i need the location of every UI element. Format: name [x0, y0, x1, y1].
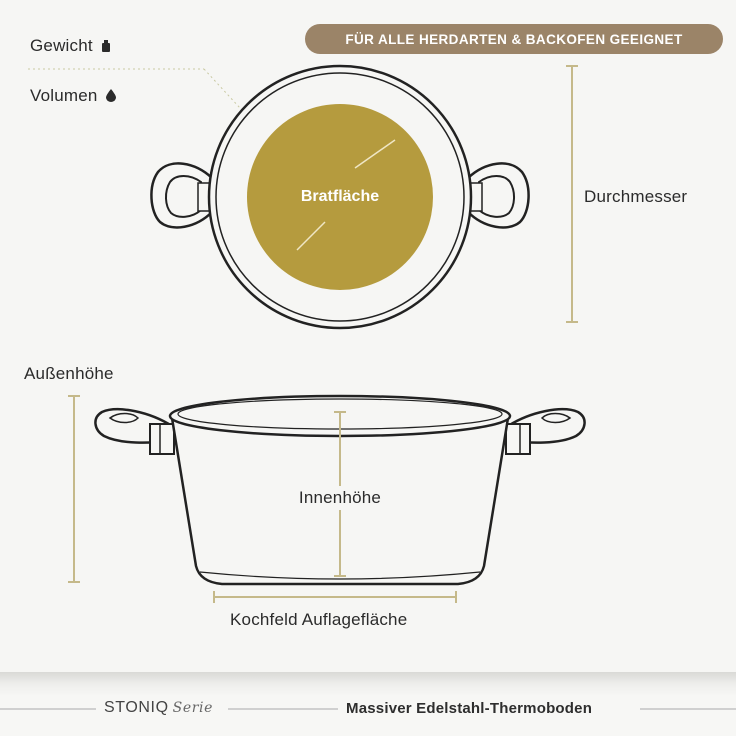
base-width-label: Kochfeld Auflagefläche: [230, 610, 408, 629]
weight-icon: [101, 40, 110, 52]
footer-feature: Massiver Edelstahl-Thermoboden: [346, 700, 593, 717]
top-handle-left: [150, 162, 213, 229]
leader-line: [28, 68, 241, 109]
outer-height-dimension: [68, 395, 80, 583]
footer-lines: [0, 708, 736, 710]
volume-label-group: Volumen: [30, 86, 116, 106]
inner-height-label: Innenhöhe: [286, 486, 394, 510]
outer-height-label: Außenhöhe: [24, 364, 114, 383]
drop-icon: [105, 89, 116, 102]
brand-name: STONIQ: [104, 699, 169, 716]
brand-serie: Serie: [172, 700, 213, 716]
side-handle-left: [94, 408, 175, 455]
feature-badge-text: FÜR ALLE HERDARTEN & BACKOFEN GEEIGNET: [345, 31, 683, 47]
frying-surface: [247, 104, 433, 290]
frying-surface-label: Bratfläche: [300, 188, 380, 205]
volume-label: Volumen: [30, 86, 98, 105]
weight-label: Gewicht: [30, 36, 93, 55]
side-handle-right: [505, 408, 586, 455]
footer-band: [0, 672, 736, 736]
top-handle-right: [467, 162, 530, 229]
diameter-label: Durchmesser: [584, 187, 688, 206]
diameter-dimension: [566, 65, 578, 323]
feature-badge: FÜR ALLE HERDARTEN & BACKOFEN GEEIGNET: [305, 24, 723, 54]
pot-top-view: [207, 64, 473, 330]
base-width-dimension: [213, 591, 457, 603]
weight-label-group: Gewicht: [30, 36, 111, 56]
